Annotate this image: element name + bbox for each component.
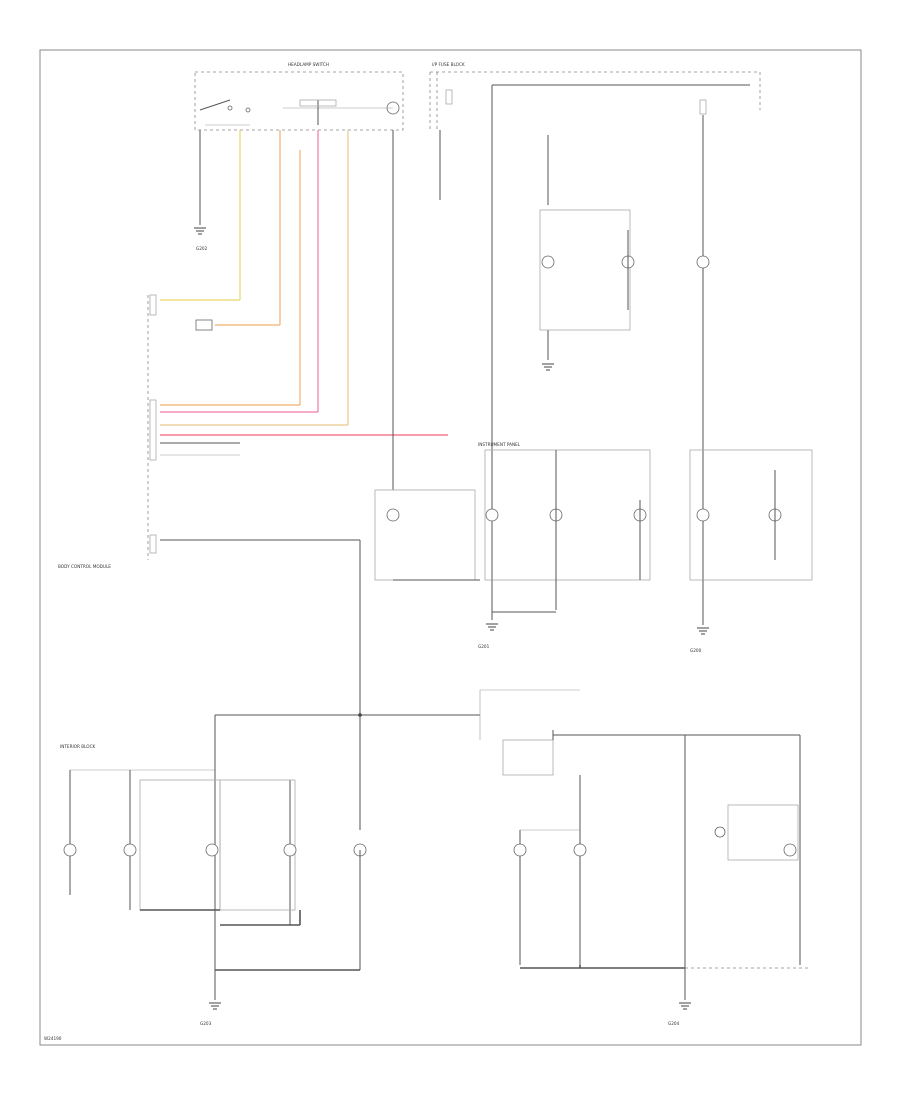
bcm-label: BODY CONTROL MODULE — [58, 564, 111, 569]
lamp-icon — [696, 508, 710, 522]
lamp-icon — [485, 508, 499, 522]
fuse-feed-wires — [439, 84, 750, 580]
lamp-icon — [513, 843, 527, 857]
upper-right-components — [539, 209, 710, 331]
lower-bus — [215, 540, 800, 830]
switch-output-wires — [160, 130, 448, 490]
instrument-panel-row: INSTRUMENT PANEL G201 G200 — [374, 442, 813, 653]
headlamp-switch: HEADLAMP SWITCH — [194, 62, 404, 131]
lower-right-group: G204 — [513, 735, 810, 1026]
lamp-icon — [573, 843, 587, 857]
ground-center-label: G201 — [478, 644, 490, 649]
lamp-icon — [205, 843, 219, 857]
ground-left-label: G203 — [200, 1021, 212, 1026]
lamp-icon — [783, 843, 797, 857]
ground-right-label: G204 — [668, 1021, 680, 1026]
ground-top-label: G202 — [196, 246, 208, 251]
diagram-frame — [39, 49, 862, 1046]
instrument-panel-label: INSTRUMENT PANEL — [478, 442, 521, 447]
lamp-icon — [696, 255, 710, 269]
headlamp-switch-label: HEADLAMP SWITCH — [288, 62, 329, 67]
lamp-icon — [386, 508, 400, 522]
interior-block-left: INTERIOR BLOCK G203 — [60, 715, 367, 1026]
body-control-module: BODY CONTROL MODULE — [58, 294, 360, 569]
lamp-icon — [714, 826, 726, 838]
interior-block-label: INTERIOR BLOCK — [60, 744, 96, 749]
lamp-icon — [541, 255, 555, 269]
lamp-icon — [123, 843, 137, 857]
fuse-block: I/P FUSE BLOCK — [429, 62, 761, 130]
fuse-block-label: I/P FUSE BLOCK — [432, 62, 465, 67]
lamp-icon — [283, 843, 297, 857]
lamp-icon — [63, 843, 77, 857]
footer-code: W24190 — [44, 1036, 62, 1041]
ground-ip-label: G200 — [690, 648, 702, 653]
